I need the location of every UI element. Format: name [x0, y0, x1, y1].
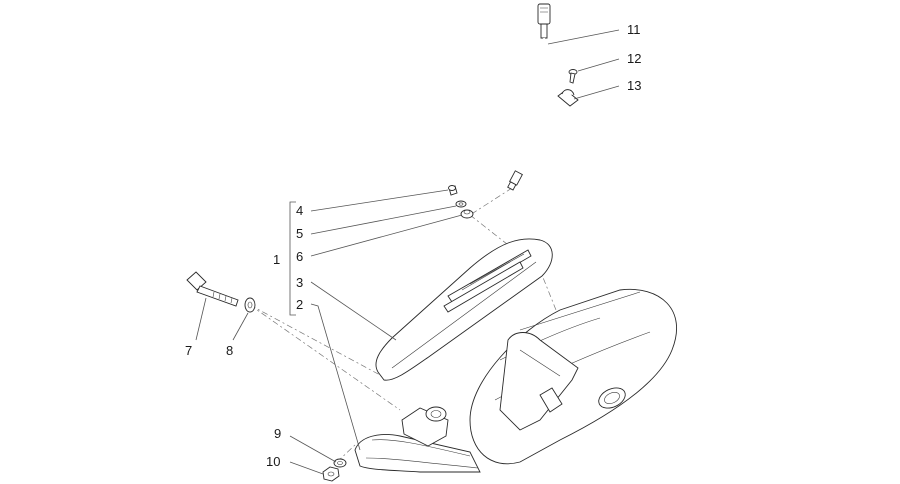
callout-5: 5 — [296, 226, 303, 241]
leader-lines — [195, 29, 620, 475]
screw-12 — [568, 69, 578, 84]
washer-9 — [333, 458, 347, 468]
screw-4 — [448, 185, 458, 196]
callout-9: 9 — [274, 426, 281, 441]
callout-1: 1 — [273, 252, 280, 267]
heat-shield-3 — [375, 238, 553, 381]
sensor-cable — [507, 3, 551, 191]
clamp-13 — [557, 89, 579, 107]
bush-6 — [460, 209, 474, 219]
callout-labels: 11 12 13 4 5 6 1 3 2 7 8 9 10 — [185, 22, 641, 469]
callout-10: 10 — [266, 454, 280, 469]
washer-8 — [244, 297, 256, 313]
bolt-7 — [186, 271, 239, 307]
callout-7: 7 — [185, 343, 192, 358]
callout-2: 2 — [296, 297, 303, 312]
callout-6: 6 — [296, 249, 303, 264]
muffler-2 — [354, 288, 678, 473]
callout-12: 12 — [627, 51, 641, 66]
washer-5 — [455, 200, 467, 208]
nut-10 — [322, 466, 340, 482]
callout-13: 13 — [627, 78, 641, 93]
callout-3: 3 — [296, 275, 303, 290]
callout-4: 4 — [296, 203, 303, 218]
callout-11: 11 — [627, 22, 641, 37]
callout-8: 8 — [226, 343, 233, 358]
